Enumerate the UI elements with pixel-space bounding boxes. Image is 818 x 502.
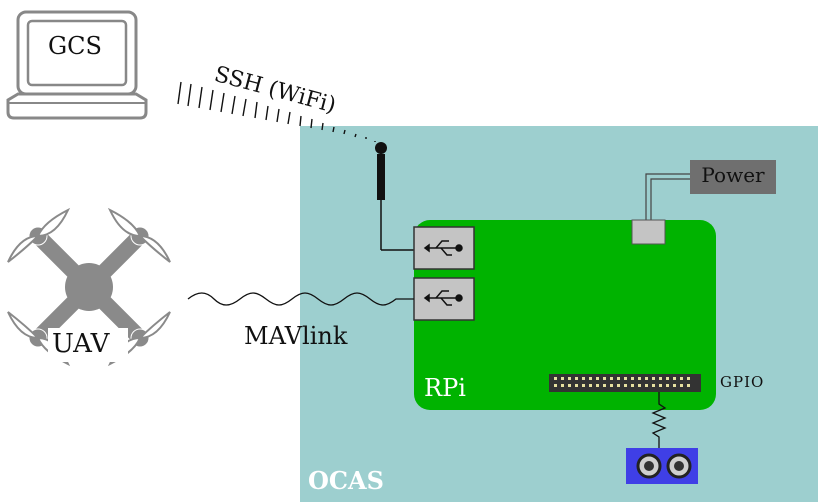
gpio-pin [652,384,655,387]
gpio-pin [645,384,648,387]
drone-icon [7,207,171,367]
gpio-pin [645,377,648,380]
gpio-pin [659,384,662,387]
gpio-pin [582,384,585,387]
gpio-header [549,374,701,392]
gpio-pin [624,377,627,380]
gpio-pin [659,377,662,380]
gpio-pin [617,384,620,387]
gpio-pin [673,377,676,380]
gpio-pin [568,377,571,380]
gpio-pin [666,377,669,380]
power-box [690,160,776,194]
gpio-pin [680,377,683,380]
gpio-pin [554,377,557,380]
mavlink-link [187,292,414,306]
rpi-label: RPi [424,374,466,402]
gpio-label: GPIO [720,373,765,391]
gpio-pin [575,377,578,380]
gpio-pin [638,384,641,387]
rpi-board [414,220,716,410]
gpio-pin [568,384,571,387]
power-label: Power [701,163,765,187]
ultrasonic-sensor-icon [626,448,698,484]
gpio-pin [561,377,564,380]
gpio-pin [666,384,669,387]
usb-port-2 [413,277,475,321]
usb-port-1 [413,226,475,270]
antenna-icon [375,142,414,251]
gpio-pin [582,377,585,380]
gpio-pin [603,377,606,380]
gpio-pin [575,384,578,387]
usb-icon [423,240,463,256]
gpio-pin [610,377,613,380]
gpio-pin [638,377,641,380]
gpio-pin [680,384,683,387]
wifi-signal [177,81,376,142]
usb-icon [423,290,463,306]
gpio-pin [589,377,592,380]
gpio-pin [603,384,606,387]
laptop-icon [6,10,148,120]
gpio-pin [631,377,634,380]
gpio-pin [596,377,599,380]
gpio-pin [554,384,557,387]
gpio-pin [589,384,592,387]
gcs-label: GCS [48,32,102,60]
gpio-pin [687,384,690,387]
power-cable [645,173,690,222]
uav-label: UAV [52,329,110,359]
ocas-label: OCAS [308,466,384,495]
gpio-pin [561,384,564,387]
gpio-pin [673,384,676,387]
gpio-pin [617,377,620,380]
gpio-pin [596,384,599,387]
mavlink-label: MAVlink [244,322,348,350]
gpio-pin [610,384,613,387]
gpio-pin [652,377,655,380]
gpio-pin [687,377,690,380]
gpio-pin [624,384,627,387]
power-connector [631,219,666,245]
gpio-pin [631,384,634,387]
sensor-wire [651,392,667,450]
